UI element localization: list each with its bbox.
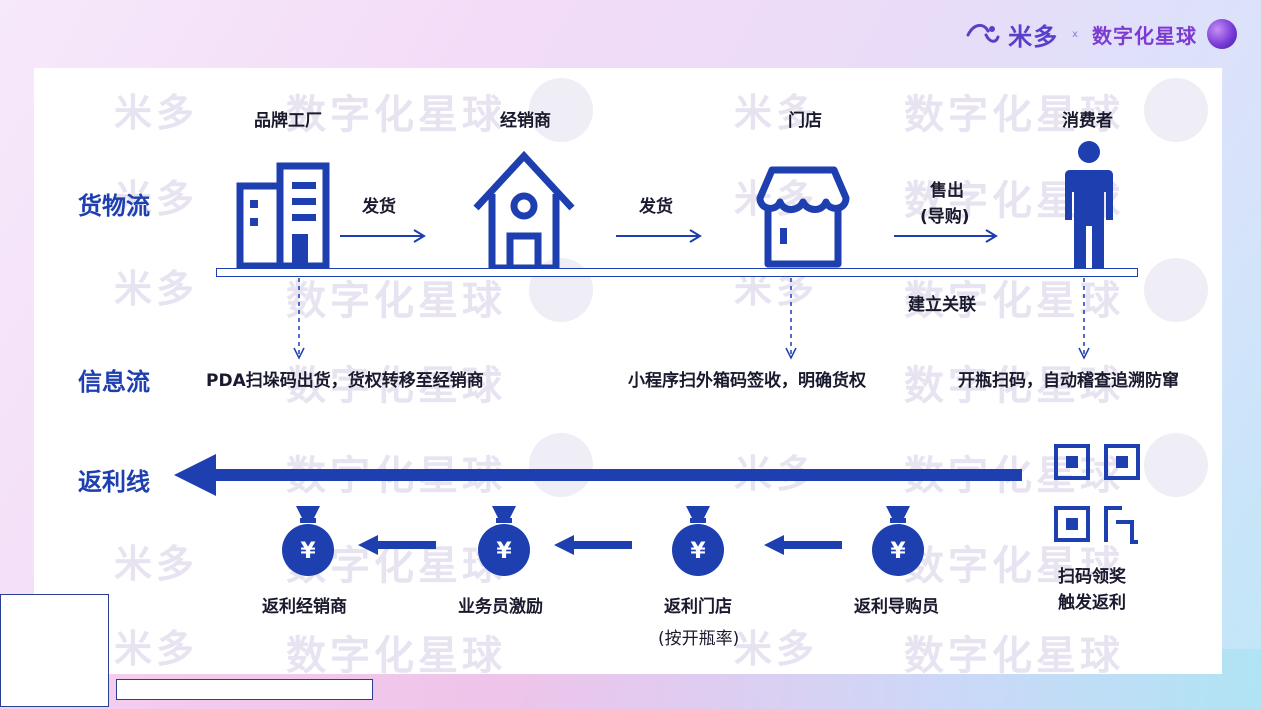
rebate-note-store: (按开瓶率): [658, 629, 740, 649]
rebate-arrow-3: [764, 535, 842, 555]
info-text-consumer: 开瓶扫码，自动稽查追溯防窜: [958, 371, 1179, 391]
info-text-factory: PDA扫垛码出货，货权转移至经销商: [206, 371, 484, 391]
qr-text-line2: 触发返利: [1058, 593, 1126, 613]
rebate-label-sales: 业务员激励: [458, 597, 543, 617]
watermark-planet-icon: [1144, 258, 1208, 322]
dealer-house-icon: [473, 150, 575, 272]
factory-icon: [236, 162, 330, 270]
info-connector-factory: [293, 278, 305, 360]
rebate-arrow-1: [358, 535, 436, 555]
money-bag-guide-icon: ¥: [872, 506, 924, 576]
money-bag-dealer-icon: ¥: [282, 506, 334, 576]
sell-arrow: [894, 229, 998, 243]
sell-label: 售出: [930, 181, 964, 201]
ship-arrow-2: [616, 229, 702, 243]
rebate-arrow-2: [554, 535, 632, 555]
node-label-factory: 品牌工厂: [254, 111, 322, 131]
watermark-logo: 米多: [114, 542, 199, 586]
overlay-box-left: [0, 594, 109, 707]
watermark-logo: 米多: [734, 627, 819, 671]
watermark-planet-icon: [1144, 78, 1208, 142]
row-label-info-flow: 信息流: [78, 368, 150, 396]
info-text-store: 小程序扫外箱码签收，明确货权: [628, 371, 866, 391]
rebate-line-arrow: [174, 454, 1022, 496]
link-label: 建立关联: [908, 295, 976, 315]
node-label-store: 门店: [788, 111, 822, 131]
goods-flow-baseline: [216, 268, 1138, 277]
rebate-label-guide: 返利导购员: [854, 597, 939, 617]
svg-text:¥: ¥: [890, 539, 906, 564]
money-bag-sales-icon: ¥: [478, 506, 530, 576]
rebate-label-dealer: 返利经销商: [262, 597, 347, 617]
svg-text:¥: ¥: [496, 539, 512, 564]
header-brand: 米多 x 数字化星球: [966, 14, 1237, 54]
ship-label-2: 发货: [639, 197, 673, 217]
node-label-consumer: 消费者: [1062, 111, 1113, 131]
watermark-logo: 米多: [114, 267, 199, 311]
svg-text:¥: ¥: [690, 539, 706, 564]
rebate-label-store: 返利门店: [664, 597, 732, 617]
watermark-logo: 米多: [114, 627, 199, 671]
diagram-card: 米多 数字化星球 米多 数字化星球 米多 米多 数字化星球 米多 数字化星球 米…: [34, 68, 1222, 674]
row-label-goods-flow: 货物流: [78, 192, 150, 220]
qr-text-line1: 扫码领奖: [1058, 567, 1126, 587]
info-connector-consumer: [1078, 278, 1090, 360]
sell-label-guide: (导购): [920, 207, 970, 227]
ship-label-1: 发货: [362, 197, 396, 217]
brand-separator: x: [1072, 28, 1078, 40]
watermark-logo: 米多: [114, 91, 199, 135]
watermark-partner: 数字化星球: [904, 633, 1124, 674]
watermark-planet-icon: [1144, 433, 1208, 497]
overlay-box-bottom: [116, 679, 373, 700]
ship-arrow-1: [340, 229, 426, 243]
row-label-rebate-line: 返利线: [78, 468, 150, 496]
svg-text:¥: ¥: [300, 539, 316, 564]
watermark-partner: 数字化星球: [286, 633, 506, 674]
info-connector-store: [785, 278, 797, 360]
brand-logo-text: 米多: [1008, 22, 1059, 51]
qr-code-icon: [1054, 444, 1140, 544]
midoo-logo-icon: [966, 24, 1000, 43]
planet-icon: [1207, 19, 1237, 49]
money-bag-store-icon: ¥: [672, 506, 724, 576]
node-label-dealer: 经销商: [500, 111, 551, 131]
consumer-person-icon: [1065, 141, 1113, 268]
store-icon: [756, 166, 850, 268]
brand-partner: 数字化星球: [1092, 23, 1197, 48]
